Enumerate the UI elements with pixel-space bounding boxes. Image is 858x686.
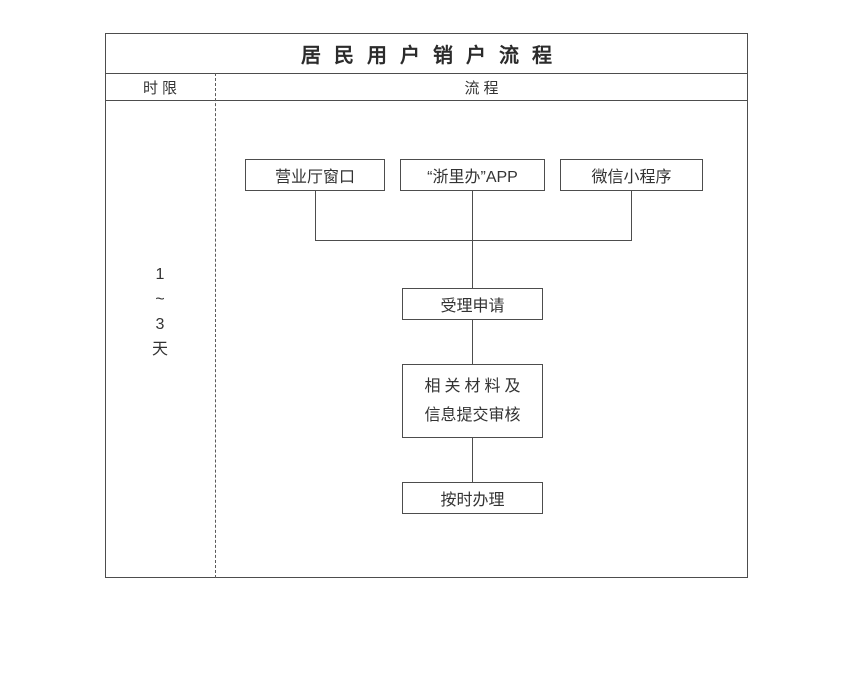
time-limit-char-3: 3 <box>155 316 165 333</box>
connector-merge-horizontal <box>315 240 632 241</box>
node-business-hall-window: 营业厅窗口 <box>245 159 385 191</box>
node-accept-application-label: 受理申请 <box>440 298 505 315</box>
connector-channel-1-down <box>315 191 316 240</box>
node-zheliban-app-label: “浙里办”APP <box>427 169 518 186</box>
column-header-row: 时限 流程 <box>105 73 748 101</box>
node-accept-application: 受理申请 <box>402 288 543 320</box>
column-header-process: 流程 <box>215 74 748 100</box>
time-limit-value: 1 ~ 3 天 <box>105 262 215 362</box>
time-limit-char-tilde: ~ <box>155 291 165 308</box>
node-handle-on-time-label: 按时办理 <box>440 492 505 509</box>
node-zheliban-app: “浙里办”APP <box>400 159 545 191</box>
column-header-time-limit: 时限 <box>105 74 215 100</box>
connector-accept-to-review <box>472 320 473 364</box>
column-divider-dashed-line <box>215 73 216 578</box>
connector-review-to-final <box>472 438 473 482</box>
node-handle-on-time: 按时办理 <box>402 482 543 514</box>
connector-channel-2-down <box>472 191 473 288</box>
node-materials-review-line-1: 相关材料及 <box>424 378 525 395</box>
node-business-hall-window-label: 营业厅窗口 <box>274 169 355 186</box>
time-limit-char-day: 天 <box>151 341 168 358</box>
connector-channel-3-down <box>631 191 632 240</box>
node-wechat-mini-program-label: 微信小程序 <box>591 169 672 186</box>
process-label: 流程 <box>464 79 503 97</box>
title-row: 居民用户销户流程 <box>105 33 748 73</box>
node-wechat-mini-program: 微信小程序 <box>560 159 703 191</box>
node-materials-review-line-2: 信息提交审核 <box>424 407 521 424</box>
time-limit-char-1: 1 <box>155 266 165 283</box>
node-materials-review: 相关材料及 信息提交审核 <box>402 364 543 438</box>
page-title: 居民用户销户流程 <box>301 44 565 67</box>
time-limit-label: 时限 <box>142 79 181 97</box>
